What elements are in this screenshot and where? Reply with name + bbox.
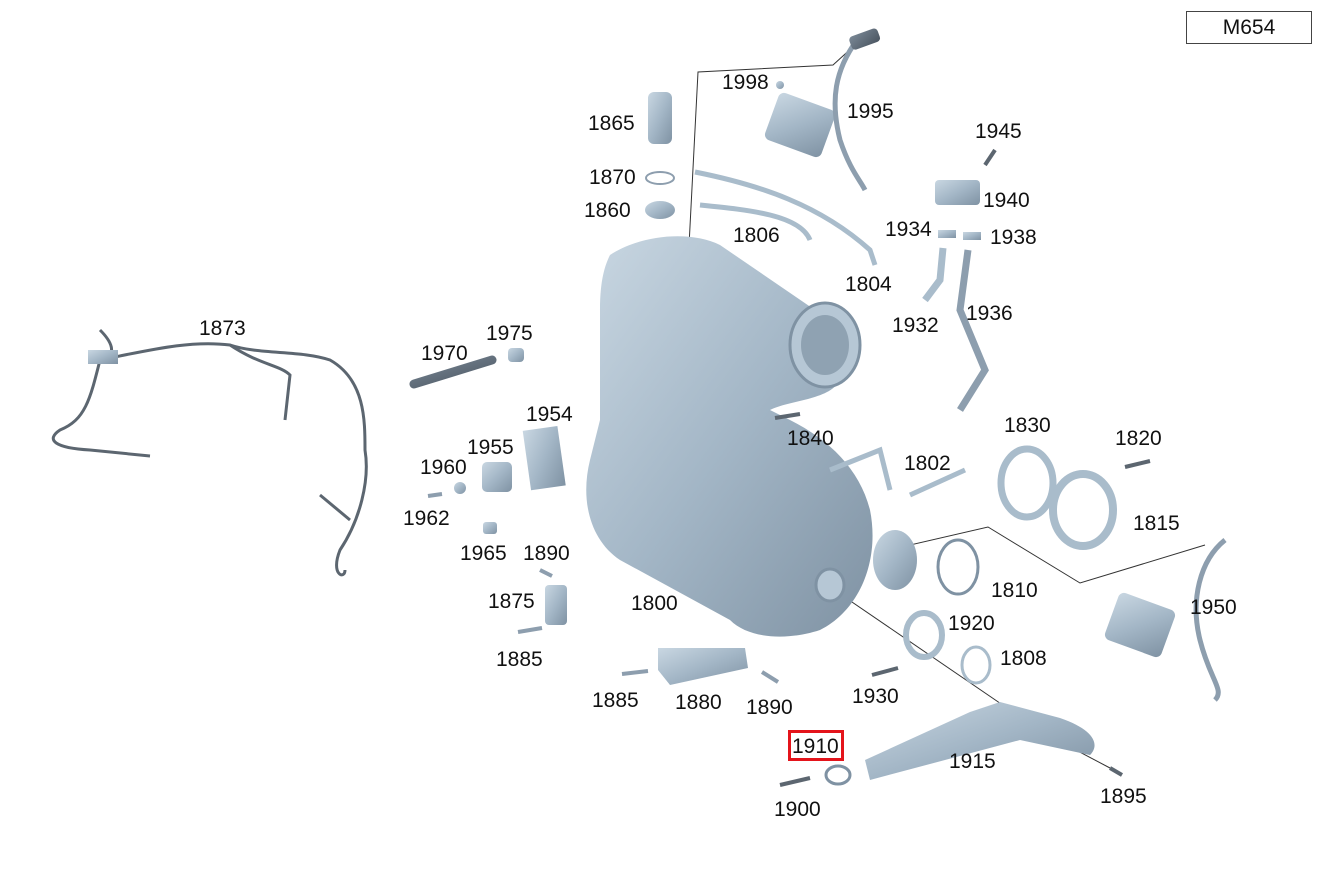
callout-1885[interactable]: 1885: [592, 689, 639, 712]
part-1938-clamp: [963, 232, 981, 240]
part-1802-bracket: [829, 446, 893, 491]
part-1975: [508, 348, 524, 362]
callout-1940[interactable]: 1940: [983, 189, 1030, 212]
part-1820-bolt: [1124, 459, 1151, 469]
callout-1955[interactable]: 1955: [467, 436, 514, 459]
part-1810-gasket: [936, 538, 980, 596]
part-1920-clamp: [903, 610, 945, 660]
callout-1920[interactable]: 1920: [948, 612, 995, 635]
callout-1995[interactable]: 1995: [847, 100, 894, 123]
model-code-label: M654: [1186, 11, 1312, 44]
callout-1880[interactable]: 1880: [675, 691, 722, 714]
callout-1800[interactable]: 1800: [631, 592, 678, 615]
callout-1910[interactable]: 1910: [792, 735, 839, 758]
callout-1960[interactable]: 1960: [420, 456, 467, 479]
callout-1870[interactable]: 1870: [589, 166, 636, 189]
callout-1936[interactable]: 1936: [966, 302, 1013, 325]
part-1936-hose: [956, 249, 989, 412]
callout-1865[interactable]: 1865: [588, 112, 635, 135]
callout-1915[interactable]: 1915: [949, 750, 996, 773]
part-1804-pipe: [694, 169, 878, 266]
callout-1998[interactable]: 1998: [722, 71, 769, 94]
callout-1840[interactable]: 1840: [787, 427, 834, 450]
part-1885-bolt-2: [621, 669, 649, 676]
callout-1806[interactable]: 1806: [733, 224, 780, 247]
callout-1804[interactable]: 1804: [845, 273, 892, 296]
part-1860: [645, 201, 675, 219]
part-1880-bracket: [658, 648, 748, 685]
callout-1965[interactable]: 1965: [460, 542, 507, 565]
callout-1808[interactable]: 1808: [1000, 647, 1047, 670]
part-1870: [645, 171, 675, 185]
part-1815-clamp: [1049, 470, 1117, 550]
callout-1810[interactable]: 1810: [991, 579, 1038, 602]
callout-1815[interactable]: 1815: [1133, 512, 1180, 535]
callout-1890[interactable]: 1890: [523, 542, 570, 565]
callout-1950[interactable]: 1950: [1190, 596, 1237, 619]
part-1875-bracket: [545, 585, 567, 625]
part-1932-hose: [922, 247, 947, 303]
part-1890-bolt-2: [760, 670, 780, 684]
part-1962-bolt: [427, 492, 443, 498]
part-1945-bolt: [983, 148, 997, 167]
part-1930-bolt: [871, 666, 899, 677]
highlight-box-1910: [788, 730, 844, 761]
part-1970-sleeve: [409, 355, 497, 389]
part-1954-bracket: [522, 425, 566, 491]
part-1915-pipe: [865, 702, 1095, 780]
part-1873-harness: [51, 328, 368, 577]
callout-1934[interactable]: 1934: [885, 218, 932, 241]
callout-1970[interactable]: 1970: [421, 342, 468, 365]
part-1910-gasket: [824, 764, 852, 786]
callout-1802[interactable]: 1802: [904, 452, 951, 475]
callout-1945[interactable]: 1945: [975, 120, 1022, 143]
part-1995-sensor-module: [764, 92, 836, 158]
part-1934-clamp: [938, 230, 956, 238]
part-1890-bolt: [539, 568, 553, 578]
callout-1875[interactable]: 1875: [488, 590, 535, 613]
part-1840-bolt: [774, 412, 801, 420]
callout-1938[interactable]: 1938: [990, 226, 1037, 249]
part-1806-pipe: [699, 202, 813, 242]
part-1865: [648, 92, 672, 144]
part-1955: [482, 462, 512, 492]
callout-1890[interactable]: 1890: [746, 696, 793, 719]
part-1885-bolt: [517, 626, 543, 634]
callout-1930[interactable]: 1930: [852, 685, 899, 708]
part-1960-nut: [454, 482, 466, 494]
callout-1895[interactable]: 1895: [1100, 785, 1147, 808]
callout-1932[interactable]: 1932: [892, 314, 939, 337]
callout-1962[interactable]: 1962: [403, 507, 450, 530]
callout-1820[interactable]: 1820: [1115, 427, 1162, 450]
harness-connector: [88, 350, 118, 364]
part-1950-sensor-module: [1104, 592, 1176, 658]
callout-1885[interactable]: 1885: [496, 648, 543, 671]
part-1895-bolt: [1108, 766, 1124, 777]
part-1830-ring: [997, 445, 1057, 521]
part-1965: [483, 522, 497, 534]
callout-1873[interactable]: 1873: [199, 317, 246, 340]
part-1808-ring: [960, 645, 992, 685]
callout-1860[interactable]: 1860: [584, 199, 631, 222]
callout-1954[interactable]: 1954: [526, 403, 573, 426]
callout-1900[interactable]: 1900: [774, 798, 821, 821]
callout-1830[interactable]: 1830: [1004, 414, 1051, 437]
callout-1975[interactable]: 1975: [486, 322, 533, 345]
part-1900-bolt: [779, 776, 811, 787]
part-1940-pressure-sensor: [935, 180, 980, 205]
